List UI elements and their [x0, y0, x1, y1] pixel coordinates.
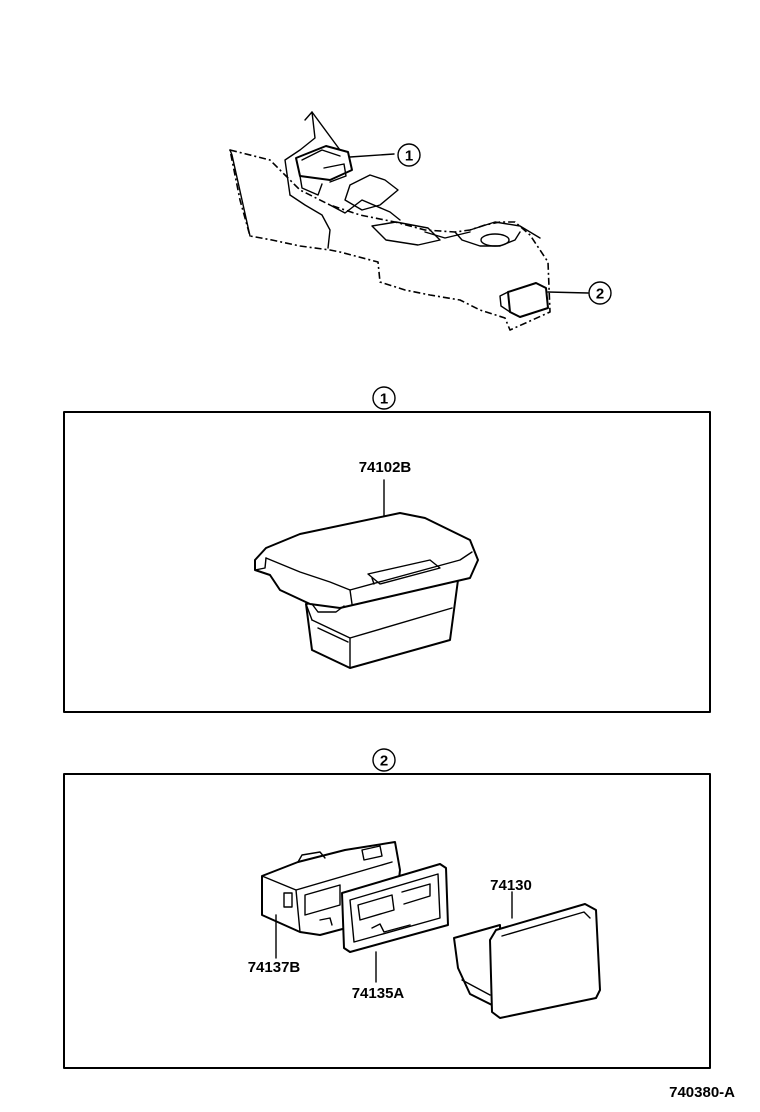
part-label-74130: 74130: [490, 877, 532, 894]
ashtray-74102B: [254, 512, 479, 669]
part-label-74137B: 74137B: [248, 959, 301, 976]
detail-1: 1 74102B: [63, 386, 711, 713]
detail-2-marker: 2: [380, 753, 388, 770]
overview-callout-1: 1: [405, 148, 413, 165]
frame-74135A: [341, 863, 449, 953]
part-label-74102B: 74102B: [359, 459, 412, 476]
figure-code: 740380-A: [669, 1084, 735, 1101]
detail-1-marker: 1: [380, 391, 388, 408]
detail-1-frame: [63, 411, 711, 713]
console-overview: 1 2: [229, 111, 612, 331]
detail-2: 2: [63, 748, 711, 1069]
part-label-74135A: 74135A: [352, 985, 405, 1002]
detail-2-frame: [63, 773, 711, 1069]
overview-callout-2: 2: [596, 286, 604, 303]
ashtray-74130: [453, 903, 601, 1019]
